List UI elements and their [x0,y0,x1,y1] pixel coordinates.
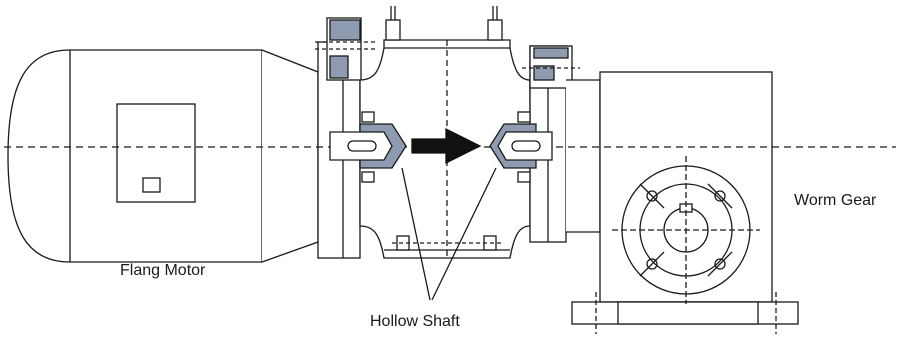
hollow-shaft-leader-left [401,167,431,301]
cable-entry-right [487,19,503,41]
gear-neck [566,79,601,233]
left-key-slot [347,140,377,152]
worm-gear-housing [571,71,799,334]
label-flang-motor: Flang Motor [120,262,206,279]
direction-arrow [411,127,482,165]
left-flange [315,17,375,259]
label-worm-gear: Worm Gear [794,192,877,209]
hollow-shaft-leader-right [431,167,497,301]
motor-foot-tab [142,177,161,193]
flange-motor [7,49,319,263]
bolt-hole [646,190,658,202]
bolt-hole [646,258,658,270]
left-clamp-shaded [329,19,361,41]
right-key-slot [511,140,541,152]
bolt-hole [714,258,726,270]
left-hollow-shaft-hub [329,111,407,183]
label-hollow-shaft: Hollow Shaft [370,313,460,330]
bolt-hole [714,190,726,202]
right-hollow-shaft-hub [489,111,553,183]
motor-neck [261,49,319,263]
cable-entry-left [385,19,401,41]
